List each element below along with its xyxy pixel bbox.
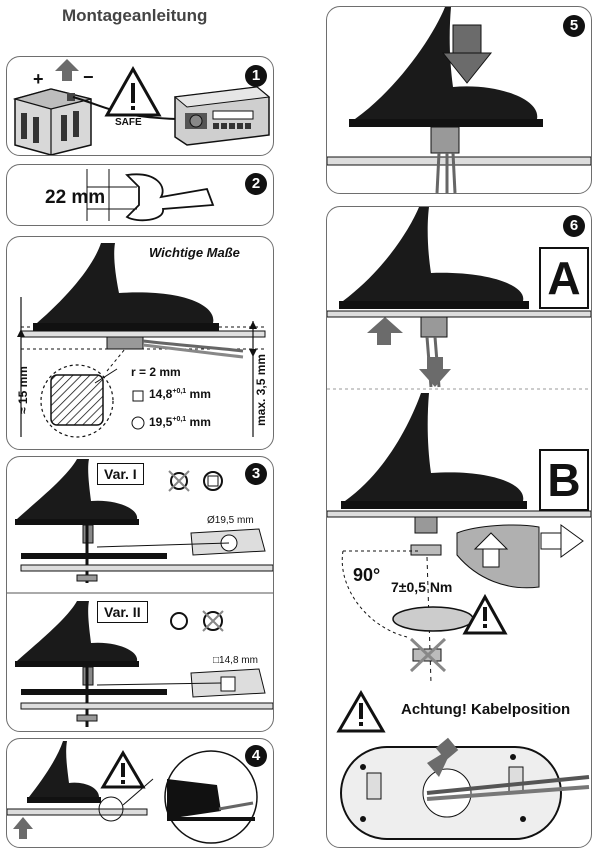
- wrench-illustration: [86, 169, 215, 222]
- wrench-size-label: 22 mm: [45, 187, 106, 208]
- antenna-base-icon: [33, 243, 219, 331]
- dimensions-panel: Wichtige Maße r = 2 mm 14,8+0,1 mm 19,5+…: [6, 236, 274, 450]
- nut-crossed-icon: [409, 637, 447, 673]
- rotate-arrow-icon: [392, 606, 474, 632]
- step-4-panel: 4: [6, 738, 274, 848]
- up-arrow-icon: [13, 817, 33, 839]
- plus-terminal-label: +: [33, 69, 44, 89]
- square-in-circle-icon: [203, 471, 223, 491]
- antenna-dimension-illustration: [17, 243, 266, 438]
- var2-label: Var. II: [97, 601, 148, 623]
- antenna-small-icon: [27, 741, 101, 803]
- step-number-4: 4: [245, 745, 267, 767]
- angle-label: 90°: [353, 565, 381, 585]
- variants-illustration: [7, 459, 273, 727]
- var1-diameter-label: Ø19,5 mm: [207, 515, 254, 526]
- wrench-icon: [125, 173, 215, 222]
- variants-panel: Var. I Var. II Ø19,5 mm □14,8 mm 3: [6, 456, 274, 732]
- round-hole-dimension: 19,5+0,1 mm: [149, 415, 211, 429]
- step-6-panel: 6 A B 90° 7±0,5 Nm Achtung! Kabelpositio…: [326, 206, 592, 848]
- depth-label: ≈ 15 mm: [16, 366, 30, 414]
- crossed-round-icon: [168, 470, 190, 492]
- battery-icon: [12, 88, 178, 155]
- cable-position-arrow-icon: [427, 737, 459, 777]
- right-arrow-icon: [540, 524, 584, 558]
- square-hole-dimension: 14,8+0,1 mm: [149, 387, 211, 401]
- step-number-6: 6: [563, 215, 585, 237]
- cable-warning-illustration: [7, 741, 258, 844]
- step-number-2: 2: [245, 173, 267, 195]
- radius-label: r = 2 mm: [131, 365, 181, 379]
- var2-square-label: □14,8 mm: [213, 655, 258, 666]
- step-number-5: 5: [563, 15, 585, 37]
- var1-label: Var. I: [97, 463, 144, 485]
- minus-terminal-label: −: [83, 67, 94, 87]
- step-5-panel: 5: [326, 6, 592, 194]
- cable-warning-text: Achtung! Kabelposition: [401, 701, 571, 718]
- up-arrow-a-icon: [367, 317, 403, 345]
- crossed-square-icon: [202, 610, 224, 632]
- battery-radio-illustration: [12, 59, 271, 155]
- round-ok-icon: [170, 612, 188, 630]
- step-1-panel: + − SAFE 1: [6, 56, 274, 156]
- disconnect-arrow-icon: [55, 59, 79, 81]
- car-radio-icon: [173, 86, 271, 146]
- press-down-arrow-icon: [441, 24, 493, 84]
- cable-warning-icon: [336, 690, 386, 733]
- step-number-1: 1: [245, 65, 267, 87]
- safe-label: SAFE: [115, 117, 142, 128]
- antenna-bottom-view-icon: [340, 746, 590, 840]
- step-2-panel: 22 mm 2: [6, 164, 274, 226]
- label-a: A: [539, 247, 589, 309]
- step-number-3: 3: [245, 463, 267, 485]
- tighten-nut-illustration: [327, 207, 591, 840]
- label-b: B: [539, 449, 589, 511]
- mount-antenna-illustration: [327, 7, 591, 193]
- warning-icon: [104, 65, 162, 117]
- warning-icon-small: [100, 750, 146, 789]
- max-thickness-label: max. 3,5 mm: [254, 353, 268, 426]
- page-title: Montageanleitung: [62, 6, 208, 25]
- zoom-detail-icon: [164, 750, 258, 844]
- warning-icon-b: [462, 593, 508, 635]
- push-up-arrow-icon: [473, 532, 509, 568]
- dimensions-heading: Wichtige Maße: [149, 245, 240, 260]
- square-hole-icon: [132, 390, 144, 402]
- torque-label: 7±0,5 Nm: [391, 579, 453, 595]
- down-arrow-a-icon: [419, 357, 451, 387]
- round-hole-icon: [131, 416, 145, 430]
